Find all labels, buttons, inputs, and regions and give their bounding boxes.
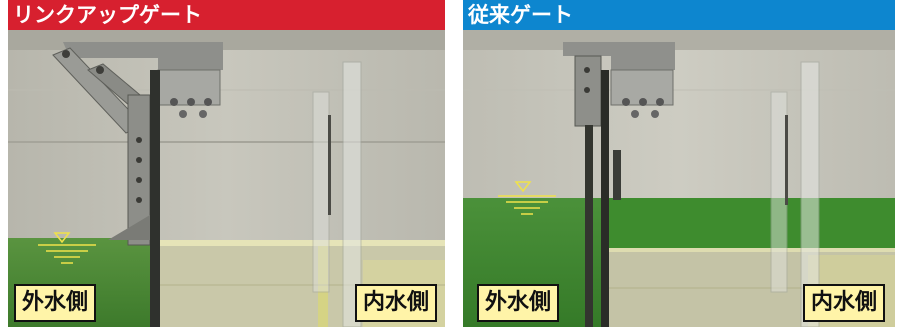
panel-title: 従来ゲート (468, 3, 573, 27)
inner-side-label-text: 内水側 (810, 290, 877, 315)
water-level-marker (53, 232, 71, 244)
outer-side-label-text: 外水側 (485, 290, 552, 315)
outer-side-label: 外水側 (477, 284, 560, 322)
panel-title-bar: リンクアップゲート (8, 0, 445, 30)
inner-side-label: 内水側 (354, 284, 437, 322)
inner-water (603, 198, 895, 248)
outer-side-label: 外水側 (14, 284, 97, 322)
inner-side-label-text: 内水側 (362, 290, 429, 315)
gate-photo-linkup (8, 30, 445, 327)
inner-side-label: 内水側 (802, 284, 885, 322)
panel-title-bar: 従来ゲート (463, 0, 895, 30)
water-level-marker (514, 181, 532, 193)
panel-linkup-gate: リンクアップゲート (8, 0, 445, 327)
outer-side-label-text: 外水側 (22, 290, 89, 315)
panel-title: リンクアップゲート (13, 3, 202, 27)
panel-conventional-gate: 従来ゲート (463, 0, 895, 327)
gate-photo-conventional (463, 30, 895, 327)
